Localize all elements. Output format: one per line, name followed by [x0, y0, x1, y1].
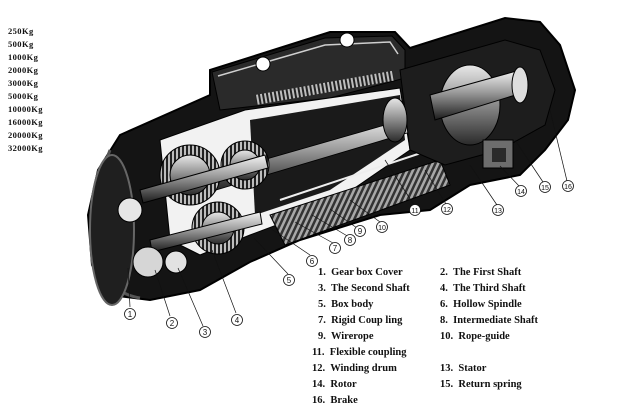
callout-8: 8: [344, 234, 356, 246]
legend-item: 16. Brake: [312, 395, 358, 406]
capacity-item: 10000Kg: [8, 104, 43, 114]
svg-text:11: 11: [411, 208, 418, 215]
callout-1: 1: [124, 308, 136, 320]
legend-item: 10. Rope-guide: [440, 331, 510, 342]
capacity-item: 500Kg: [8, 39, 34, 49]
callout-2: 2: [166, 317, 178, 329]
legend-item: 2. The First Shaft: [440, 267, 522, 278]
svg-text:14: 14: [517, 189, 525, 196]
callout-6: 6: [306, 255, 318, 267]
svg-text:12: 12: [443, 207, 451, 214]
gearbox: [117, 140, 270, 278]
callout-12: 12: [441, 203, 453, 215]
callout-7: 7: [329, 242, 341, 254]
callout-15: 15: [539, 181, 551, 193]
callout-3: 3: [199, 326, 211, 338]
leader-lines: [127, 109, 568, 327]
callout-9: 9: [354, 225, 366, 237]
svg-text:1: 1: [128, 310, 133, 319]
legend-item: 6. Hollow Spindle: [440, 299, 522, 310]
capacity-item: 250Kg: [8, 26, 34, 36]
legend-item: 4. The Third Shaft: [440, 283, 526, 294]
capacity-item: 5000Kg: [8, 91, 39, 101]
capacity-item: 3000Kg: [8, 78, 39, 88]
callout-4: 4: [231, 314, 243, 326]
capacity-item: 16000Kg: [8, 117, 43, 127]
motor-section: [382, 39, 556, 169]
callout-14: 14: [515, 185, 527, 197]
callout-5: 5: [283, 274, 295, 286]
legend-item: 12. Winding drum: [312, 363, 397, 374]
legend-item: 15. Return spring: [440, 379, 522, 390]
svg-text:6: 6: [310, 257, 315, 266]
legend-item: 3. The Second Shaft: [318, 283, 410, 294]
svg-text:9: 9: [358, 227, 363, 236]
svg-text:2: 2: [170, 319, 175, 328]
legend-item: 9. Wirerope: [318, 331, 374, 342]
legend-item: 11. Flexible coupling: [312, 347, 407, 358]
legend-item: 14. Rotor: [312, 379, 357, 390]
svg-text:8: 8: [348, 236, 353, 245]
callout-11: 11: [409, 204, 421, 216]
svg-text:13: 13: [494, 208, 502, 215]
legend-item: 5. Box body: [318, 299, 374, 310]
callout-markers: 1 2 3 4 5 6 7 8 9 10 11 12 13 14 15 16: [124, 180, 574, 338]
svg-text:7: 7: [333, 244, 338, 253]
capacity-item: 2000Kg: [8, 65, 39, 75]
svg-text:10: 10: [378, 225, 386, 232]
callout-16: 16: [562, 180, 574, 192]
legend-item: 1. Gear box Cover: [318, 267, 403, 278]
capacity-item: 1000Kg: [8, 52, 39, 62]
legend-item: 7. Rigid Coup ling: [318, 315, 403, 326]
svg-text:3: 3: [203, 328, 208, 337]
callout-10: 10: [376, 221, 388, 233]
legend-item: 13. Stator: [440, 363, 487, 374]
capacity-item: 32000Kg: [8, 143, 43, 153]
capacity-item: 20000Kg: [8, 130, 43, 140]
svg-text:16: 16: [564, 184, 572, 191]
legend-item: 8. Intermediate Shaft: [440, 315, 538, 326]
svg-text:5: 5: [287, 276, 292, 285]
mounting-bracket: [211, 32, 406, 111]
svg-text:15: 15: [541, 185, 549, 192]
svg-text:4: 4: [235, 316, 240, 325]
callout-13: 13: [492, 204, 504, 216]
